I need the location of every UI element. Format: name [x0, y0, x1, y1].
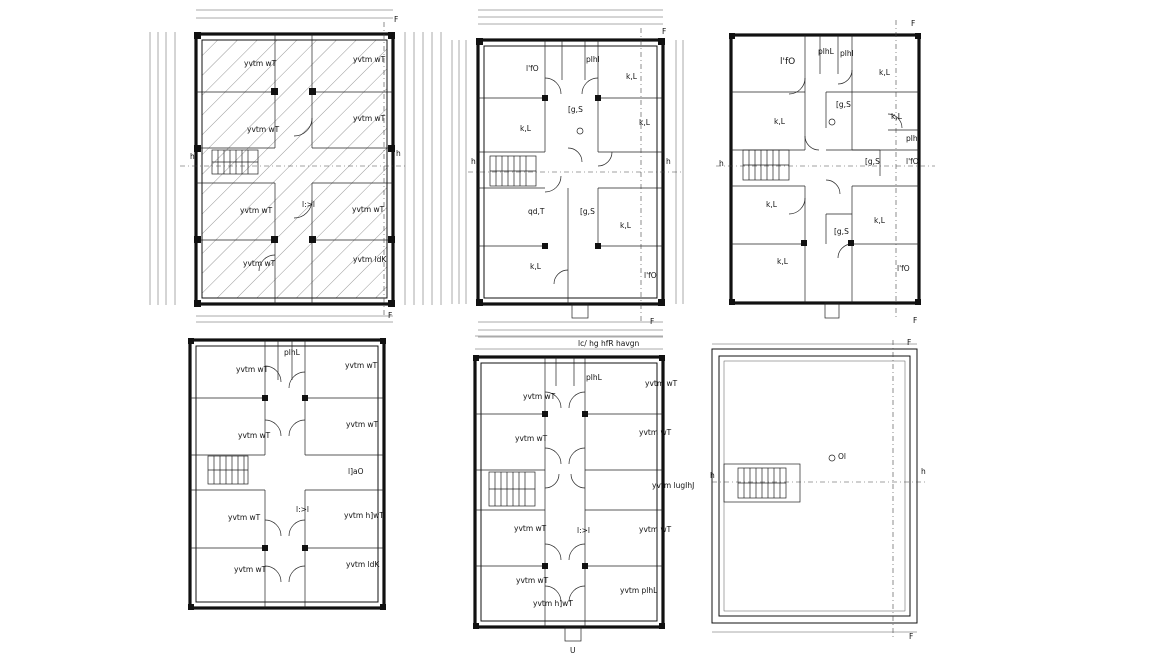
plan-3-stairs: [742, 149, 790, 181]
plan-4-room-5: yvtm wT: [346, 420, 379, 429]
plan-3-room-8: plhl: [906, 134, 920, 143]
plan-2-room-1: l'fO: [526, 64, 539, 73]
plan-5-room-7: yvtm lugIhJ: [652, 481, 694, 490]
plan-5-stairs: [488, 471, 536, 507]
plan-2-room-9: k,L: [620, 221, 632, 230]
plan-5-room-10: yvtm h]wT: [533, 599, 573, 608]
plan-4: yvtm wT plhL yvtm wT yvtm wT yvtm wT l]a…: [188, 338, 386, 610]
plan-2-room-11: l'fO: [644, 271, 657, 280]
plan-1-stairs: [211, 149, 259, 175]
plan-3-room-13: [g,S: [834, 227, 849, 236]
plan-6-marker-bottom: F: [909, 632, 913, 641]
plan-4-room-3: yvtm wT: [345, 361, 378, 370]
plan-3-marker-top: F: [911, 19, 915, 28]
plan-1-marker-right: h: [396, 149, 401, 158]
plan-2-marker-bottom: F: [650, 317, 654, 326]
plan-2-dimensions: [451, 9, 684, 338]
plan-1-corridor: l:>l: [302, 200, 315, 209]
plan-2-room-3: k,L: [626, 72, 638, 81]
plan-2-marker-right: h: [666, 157, 671, 166]
plan-5-room-9: yvtm wT: [516, 576, 549, 585]
plan-1-marker-left: h: [190, 152, 195, 161]
plan-5-title: lc/ hg hfR havgn: [578, 339, 640, 348]
plan-4-stairs: [207, 455, 249, 485]
plan-6-marker-right: h: [921, 467, 926, 476]
plan-1-room-2: yvtm wT: [353, 55, 386, 64]
plan-3-room-12: k,L: [874, 216, 886, 225]
plan-6-stairs: [737, 467, 787, 499]
plan-3: plhL plhl l'fO k,L k,L [g,S k,L plhl [g,…: [716, 19, 935, 325]
plan-4-corridor: l:>l: [296, 505, 309, 514]
plan-4-room-9: yvtm wT: [234, 565, 267, 574]
plan-4-room-7: yvtm wT: [228, 513, 261, 522]
plan-5-entry-steps: [564, 626, 582, 642]
plan-4-room-1: yvtm wT: [236, 365, 269, 374]
plan-1-room-4: yvtm wT: [353, 114, 386, 123]
plan-3-room-7: k,L: [891, 112, 903, 121]
plan-4-room-2: plhL: [284, 348, 301, 357]
plan-3-room-10: l'fO: [906, 157, 919, 166]
plan-2-room-4: k,L: [520, 124, 532, 133]
plan-2-room-5: k,L: [639, 118, 651, 127]
plan-1-room-5: yvtm wT: [240, 206, 273, 215]
plan-5-room-1: plhL: [586, 373, 603, 382]
plan-3-room-6: [g,S: [836, 100, 851, 109]
plan-5-entry-marker: U: [570, 646, 576, 655]
plan-3-room-11: k,L: [766, 200, 778, 209]
plan-6: Ol h h F F: [710, 338, 928, 641]
plan-5-room-8: yvtm wT: [639, 525, 672, 534]
plan-5-room-2: yvtm wT: [523, 392, 556, 401]
plan-3-level-marker: [828, 118, 836, 126]
plan-3-entry-steps: [824, 302, 840, 319]
plan-1-marker-top: F: [394, 15, 398, 24]
plan-4-room-8: yvtm h]wT: [344, 511, 384, 520]
plan-6-stair-core: [723, 463, 801, 503]
plan-3-room-3: l'fO: [780, 57, 795, 67]
plan-1-hatch: [202, 40, 387, 298]
plan-3-room-15: l'fO: [897, 264, 910, 273]
plan-2-entry-steps: [571, 303, 589, 319]
plan-3-marker-bottom: F: [913, 316, 917, 325]
plan-2-marker-left: h: [471, 157, 476, 166]
plan-1-dimensions: [149, 9, 442, 323]
plan-5-room-5: yvtm wT: [639, 428, 672, 437]
plan-3-marker-left: h: [719, 159, 724, 168]
plan-1-room-3: yvtm wT: [247, 125, 280, 134]
plan-1-room-1: yvtm wT: [244, 59, 277, 68]
plan-6-level-label: Ol: [838, 452, 846, 461]
plan-3-room-4: k,L: [879, 68, 891, 77]
plan-1-room-7: yvtm wT: [243, 259, 276, 268]
plan-1: yvtm wT yvtm wT yvtm wT yvtm wT yvtm wT …: [149, 9, 442, 323]
plan-6-marker-top: F: [907, 338, 911, 347]
plan-4-room-6: l]aO: [348, 467, 364, 476]
plan-5-room-4: yvtm wT: [515, 434, 548, 443]
plan-6-marker-left: h: [710, 471, 715, 480]
plan-3-room-5: k,L: [774, 117, 786, 126]
plan-1-room-8: yvtm ldK: [353, 255, 387, 264]
plan-2-room-2: plhl: [586, 55, 600, 64]
plan-5-room-3: yvtm wT: [645, 379, 678, 388]
plan-2-room-10: k,L: [530, 262, 542, 271]
plan-5-room-11: yvtm plhL: [620, 586, 658, 595]
plan-2-room-6: [g,S: [568, 105, 583, 114]
plan-4-room-10: yvtm ldK: [346, 560, 380, 569]
plan-3-room-2: plhl: [840, 49, 854, 58]
plan-5-corridor: l:>l: [577, 526, 590, 535]
plan-2-level-marker: [576, 127, 584, 135]
plan-5: lc/ hg hfR havgn: [473, 335, 694, 655]
plan-5-room-6: yvtm wT: [514, 524, 547, 533]
plan-1-marker-bottom: F: [388, 311, 392, 320]
plan-2-stairs: [489, 155, 537, 187]
plan-2-marker-top: F: [662, 27, 666, 36]
plan-3-room-14: k,L: [777, 257, 789, 266]
plan-2: l'fO plhl k,L k,L k,L [g,S qd,T [g,S k,L…: [451, 9, 684, 338]
plan-2-room-7: qd,T: [528, 207, 545, 216]
plan-4-room-4: yvtm wT: [238, 431, 271, 440]
plan-2-room-8: [g,S: [580, 207, 595, 216]
plan-3-room-9: [g,S: [865, 157, 880, 166]
plan-3-room-1: plhL: [818, 47, 835, 56]
plan-6-level-marker: [828, 454, 836, 462]
plan-1-room-6: yvtm wT: [352, 205, 385, 214]
